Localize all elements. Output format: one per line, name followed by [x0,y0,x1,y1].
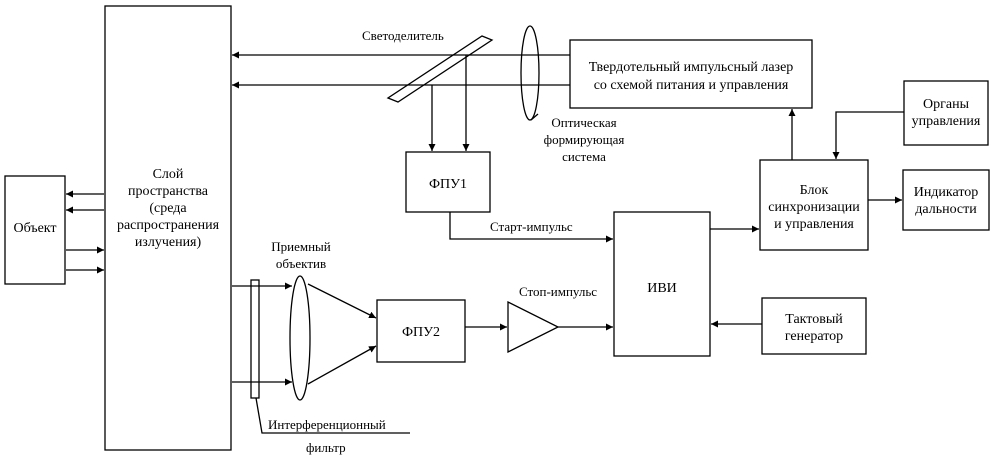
lens-label-2: объектив [276,256,326,271]
fpu1-block [405,151,491,213]
object-label: Объект [13,221,56,236]
sync-label-3: и управления [774,217,854,232]
interference-filter-shape [250,279,260,399]
space-label-3: (среда [149,201,187,216]
laser-block [569,39,813,109]
clock-block [761,297,867,355]
space-label-4: распространения [117,218,220,233]
focus-ray-upper [307,283,377,319]
optics-label-2: формирующая [544,132,625,147]
space-layer-block [104,5,232,451]
indicator-block [902,169,990,231]
transmit-lens-shape [520,25,540,121]
controls-to-sync-arrow [832,111,904,159]
clock-label-1: Тактовый [785,312,843,327]
amplifier-triangle [507,300,560,354]
fpu1-label: ФПУ1 [429,177,467,192]
start-pulse-arrow [449,212,613,243]
clock-label-2: генератор [785,329,843,344]
focus-ray-lower [307,345,377,385]
sync-label-1: Блок [800,183,829,198]
laser-label-2: со схемой питания и управления [594,78,789,93]
ivi-block [613,211,711,357]
start-pulse-label: Старт-импульс [490,219,573,234]
beam-splitter-shape [386,35,494,103]
space-label-2: пространства [128,184,209,199]
space-label-5: излучения) [135,235,202,250]
controls-label-1: Органы [923,97,970,112]
fpu2-label: ФПУ2 [402,325,440,340]
filter-leader [255,397,410,434]
optics-label-1: Оптическая [551,115,616,130]
receive-lens-shape [289,275,311,401]
fpu2-block [376,299,466,363]
ivi-label: ИВИ [647,281,677,296]
optics-label-3: система [562,149,606,164]
splitter-label: Светоделитель [362,28,444,43]
filter-label-1: Интерференционный [268,417,386,432]
stop-pulse-label: Стоп-импульс [519,284,597,299]
controls-block [903,80,989,146]
filter-label-2: фильтр [306,440,346,455]
indicator-label-1: Индикатор [914,185,979,200]
object-block [4,175,66,285]
space-label-1: Слой [153,167,184,182]
sync-block [759,159,869,251]
optics-leader [530,113,539,121]
controls-label-2: управления [912,114,981,129]
indicator-label-2: дальности [915,202,977,217]
lens-label-1: Приемный [271,239,331,254]
sync-label-2: синхронизации [768,200,860,215]
laser-label-1: Твердотельный импульсный лазер [589,60,794,75]
